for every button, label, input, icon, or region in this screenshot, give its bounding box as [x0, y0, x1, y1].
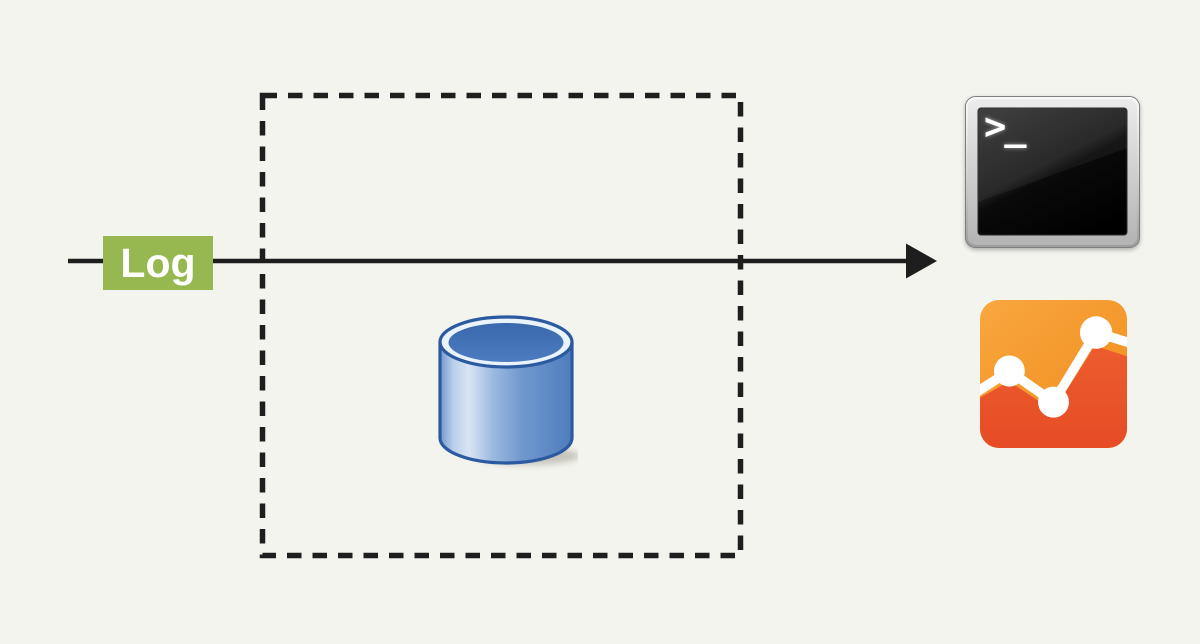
analytics-mountain	[980, 345, 1127, 448]
analytics-point-1	[993, 355, 1025, 387]
pipeline-boundary-box	[259, 92, 744, 559]
analytics-point-3	[1079, 316, 1113, 349]
terminal-icon	[965, 96, 1140, 248]
database-icon	[438, 315, 578, 465]
analytics-point-2	[1038, 386, 1069, 418]
log-label-text: Log	[120, 240, 196, 286]
analytics-icon	[980, 300, 1127, 448]
terminal-screen	[977, 107, 1128, 236]
arrowhead-icon	[906, 243, 937, 279]
terminal-prompt-text: >_	[984, 105, 1027, 148]
log-label-badge: Log	[103, 236, 213, 290]
